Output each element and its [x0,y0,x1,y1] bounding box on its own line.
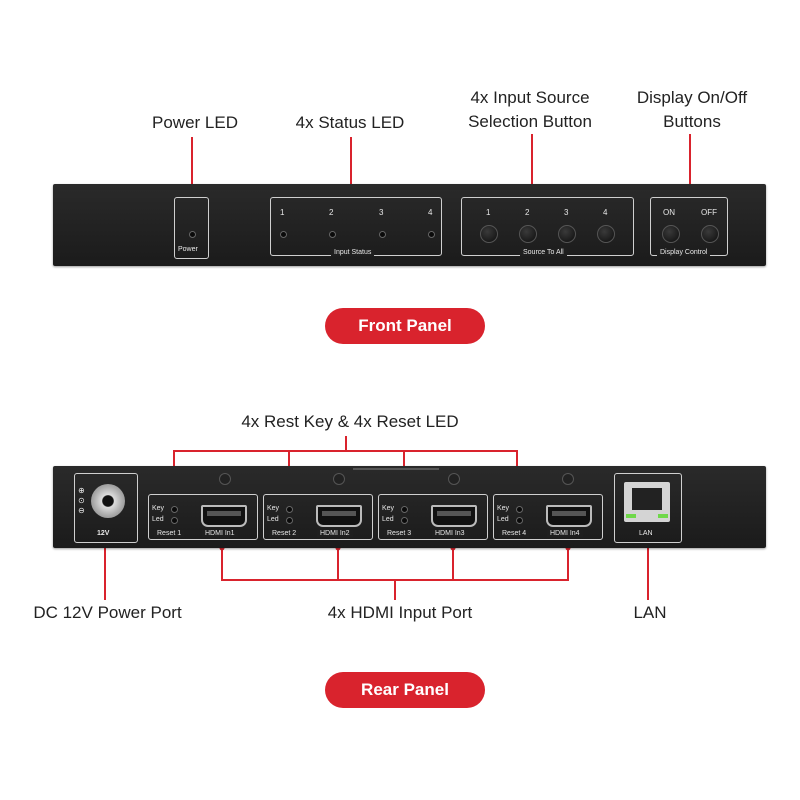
dc-power-box: ⊕⊙⊖ 12V [74,473,138,543]
lan-callout: LAN [633,603,667,622]
power-box: Power [174,197,209,259]
status-number-3: 3 [379,208,384,217]
power-led-callout: Power LED [152,113,238,132]
off-label: OFF [701,208,717,217]
status-led-callout: 4x Status LED [295,113,405,132]
reset-label-3: Reset 3 [384,530,415,537]
dc-power-jack[interactable] [91,484,125,518]
status-number-4: 4 [428,208,433,217]
source-number-1: 1 [486,208,491,217]
input-source-callout: 4x Input Source Selection Button [440,86,620,134]
hdmi-label-2: HDMI In2 [317,530,353,537]
reset-key-4[interactable] [516,506,523,513]
source-button-3[interactable] [558,225,576,243]
reset-label-2: Reset 2 [269,530,300,537]
display-buttons-callout: Display On/Off Buttons [612,86,772,134]
status-led-4 [428,231,435,238]
reset-callout: 4x Rest Key & 4x Reset LED [241,412,459,431]
hdmi-label-4: HDMI In4 [547,530,583,537]
lan-box: LAN [614,473,682,543]
source-button-4[interactable] [597,225,615,243]
key-label-4: Key [497,505,510,512]
source-to-all-label: Source To All [520,249,567,256]
status-led-3 [379,231,386,238]
lan-green-led-right [658,514,668,518]
source-button-1[interactable] [480,225,498,243]
hdmi-port-2[interactable] [316,505,362,527]
reset-led-4 [516,517,523,524]
reset-label-1: Reset 1 [154,530,185,537]
lan-port-socket [632,488,662,510]
hdmi-port-4[interactable] [546,505,592,527]
power-label: Power [178,246,198,253]
led-label-2: Led [267,516,279,523]
source-number-2: 2 [525,208,530,217]
key-label-3: Key [382,505,395,512]
key-label-1: Key [152,505,165,512]
input-status-label: Input Status [331,249,375,256]
status-number-2: 2 [329,208,334,217]
status-led-1 [280,231,287,238]
hdmi-port-3[interactable] [431,505,477,527]
display-callout-line2: Buttons [663,112,721,131]
led-label-4: Led [497,516,509,523]
lan-device-label: LAN [639,530,653,537]
input-source-callout-line2: Selection Button [468,112,592,131]
lan-green-led-left [626,514,636,518]
rear-panel-device: ⊕⊙⊖ 12V Key Led Reset 1 HDMI In1 Key Led… [53,466,766,548]
on-label: ON [663,208,675,217]
reset-key-2[interactable] [286,506,293,513]
source-to-all-box: 1 2 3 4 Source To All [461,197,634,256]
front-panel-device: Power 1 2 3 4 Input Status 1 2 3 4 Sourc… [53,184,766,266]
led-label-3: Led [382,516,394,523]
key-label-2: Key [267,505,280,512]
hdmi-bracket [221,548,569,581]
hdmi-port-1[interactable] [201,505,247,527]
source-number-4: 4 [603,208,608,217]
display-off-button[interactable] [701,225,719,243]
power-led [189,231,196,238]
reset-led-3 [401,517,408,524]
reset-key-1[interactable] [171,506,178,513]
polarity-icon: ⊕⊙⊖ [78,486,85,515]
reset-hdmi-group-4: Key Led Reset 4 HDMI In4 [493,494,603,540]
source-number-3: 3 [564,208,569,217]
screw-2 [333,473,345,485]
reset-hdmi-group-2: Key Led Reset 2 HDMI In2 [263,494,373,540]
front-panel-title: Front Panel [325,308,485,344]
input-source-callout-line1: 4x Input Source [470,88,590,107]
reset-hdmi-group-3: Key Led Reset 3 HDMI In3 [378,494,488,540]
input-status-box: 1 2 3 4 Input Status [270,197,442,256]
top-slot [353,468,439,470]
status-led-2 [329,231,336,238]
reset-key-3[interactable] [401,506,408,513]
lan-port[interactable] [624,482,670,522]
reset-led-1 [171,517,178,524]
status-number-1: 1 [280,208,285,217]
screw-4 [562,473,574,485]
source-button-2[interactable] [519,225,537,243]
display-control-box: ON OFF Display Control [650,197,728,256]
reset-hdmi-group-1: Key Led Reset 1 HDMI In1 [148,494,258,540]
led-label-1: Led [152,516,164,523]
hdmi-label-1: HDMI In1 [202,530,238,537]
hdmi-callout: 4x HDMI Input Port [327,603,473,622]
reset-label-4: Reset 4 [499,530,530,537]
screw-1 [219,473,231,485]
screw-3 [448,473,460,485]
display-callout-line1: Display On/Off [636,88,748,107]
hdmi-label-3: HDMI In3 [432,530,468,537]
rear-panel-title: Rear Panel [325,672,485,708]
dc-power-label: 12V [97,530,110,537]
display-on-button[interactable] [662,225,680,243]
dc-power-callout: DC 12V Power Port [33,603,182,622]
reset-led-2 [286,517,293,524]
display-control-label: Display Control [657,249,711,256]
